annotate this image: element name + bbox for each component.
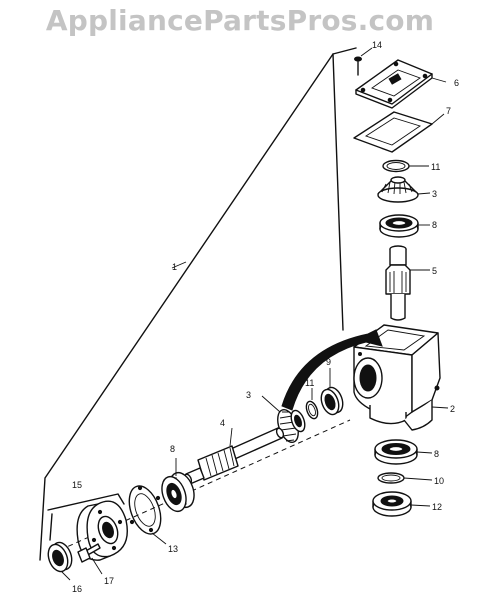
callout-14: 14 xyxy=(372,40,382,50)
callout-10: 10 xyxy=(434,476,444,486)
part-10-retaining-ring xyxy=(377,472,433,484)
callout-16: 16 xyxy=(72,584,82,594)
callout-1: 1 xyxy=(172,262,177,272)
callout-6: 6 xyxy=(454,78,459,88)
part-13-gasket xyxy=(128,485,167,545)
part-6-cover-plate xyxy=(355,59,447,109)
callout-5: 5 xyxy=(432,266,437,276)
part-2-gear-housing xyxy=(353,324,449,431)
part-11-retaining-ring-upper xyxy=(382,159,429,173)
part-8-bearing-upper xyxy=(379,214,430,238)
callout-11-upper: 11 xyxy=(431,162,440,172)
assembly-bracket-1 xyxy=(39,47,357,561)
callout-3-upper: 3 xyxy=(432,189,437,199)
part-11-retaining-ring-lower xyxy=(305,388,319,420)
callout-labels: 1 2 3 3 4 5 6 7 8 8 8 9 10 11 11 12 13 1… xyxy=(72,40,459,594)
part-5-vertical-shaft xyxy=(385,245,430,321)
callout-8-upper: 8 xyxy=(432,220,437,230)
site-watermark: AppliancePartsPros.com xyxy=(45,4,435,37)
callout-3-lower: 3 xyxy=(246,390,251,400)
callout-9: 9 xyxy=(326,357,331,367)
part-15-bracket xyxy=(47,493,125,541)
callout-11-lower: 11 xyxy=(305,378,314,388)
part-7-gasket xyxy=(353,111,445,153)
part-8-bearing-lower-left xyxy=(161,458,195,513)
assembly-arrow xyxy=(281,329,383,411)
callout-15: 15 xyxy=(72,480,82,490)
part-16-seal xyxy=(47,541,73,581)
callout-7: 7 xyxy=(446,106,451,116)
shaft-axis xyxy=(59,419,351,551)
callout-13: 13 xyxy=(168,544,178,554)
callout-4: 4 xyxy=(220,418,225,428)
callout-8-lower-left: 8 xyxy=(170,444,175,454)
part-12-seal xyxy=(372,491,431,517)
part-14-screw xyxy=(354,47,373,76)
callout-8-lower-right: 8 xyxy=(434,449,439,459)
part-15-bearing-cap xyxy=(76,500,128,561)
part-4-horizontal-shaft xyxy=(183,427,285,485)
callout-17: 17 xyxy=(104,576,114,586)
part-17-bolt xyxy=(77,543,103,575)
part-8-bearing-lower-right xyxy=(374,439,433,465)
part-9-bearing xyxy=(320,368,344,416)
callout-2: 2 xyxy=(450,404,455,414)
part-3-bevel-gear-upper xyxy=(377,176,431,203)
callout-12: 12 xyxy=(432,502,442,512)
